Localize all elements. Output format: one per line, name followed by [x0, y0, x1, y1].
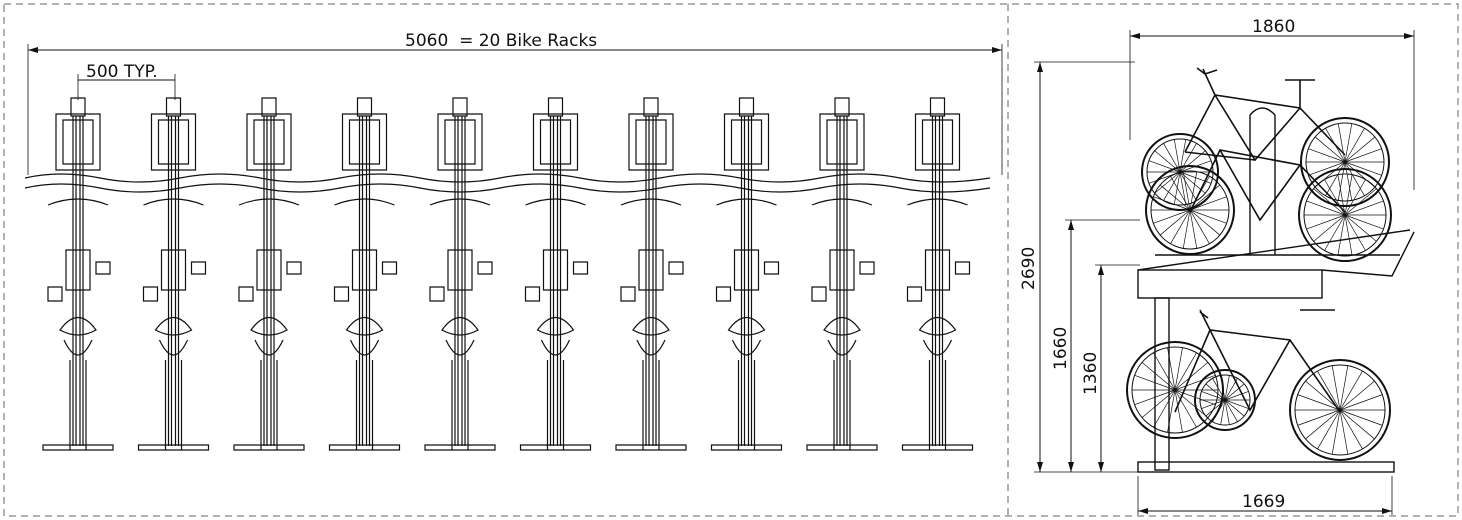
wheel [1289, 359, 1391, 461]
wheel [1145, 165, 1235, 255]
side-view: 1860 1669 2690 1660 1360 [1019, 17, 1415, 515]
bike-frames [1174, 67, 1346, 413]
overall-dimension-label: 5060 = 20 Bike Racks [405, 31, 597, 51]
bike-top-view [806, 97, 878, 451]
overall-dimension-line [27, 44, 1003, 175]
spacing-dimension-line [77, 74, 176, 100]
bottom-width-label: 1669 [1242, 492, 1285, 512]
wheel [1194, 369, 1256, 431]
bottom-width-dimension-line [1137, 476, 1393, 515]
plan-view: 5060 = 20 Bike Racks 500 TYP. [24, 31, 1003, 451]
bike-top-view [137, 97, 210, 451]
rack-structure [1137, 107, 1415, 473]
spacing-dimension-label: 500 TYP. [86, 62, 158, 82]
bike-top-view [328, 97, 401, 451]
wheel [1126, 341, 1224, 439]
bike-row [42, 97, 974, 451]
wheel [1298, 168, 1392, 262]
height-dimension-lines [1034, 61, 1140, 473]
wheel [1300, 117, 1390, 207]
bike-top-view [233, 97, 305, 451]
bike-top-view [519, 97, 592, 451]
bike-top-view [42, 97, 114, 451]
top-width-label: 1860 [1252, 17, 1295, 37]
frame-border [3, 3, 1459, 517]
upper-deck-height-label: 1660 [1051, 327, 1071, 370]
bike-top-view [615, 97, 687, 451]
lower-deck-height-label: 1360 [1081, 352, 1101, 395]
overall-height-label: 2690 [1019, 247, 1039, 290]
rack-rails [24, 173, 991, 193]
bike-top-view [901, 97, 974, 451]
side-view-wheels [1126, 117, 1392, 461]
bike-top-view [424, 97, 496, 451]
top-width-dimension-line [1129, 30, 1415, 190]
bike-top-view [710, 97, 783, 451]
